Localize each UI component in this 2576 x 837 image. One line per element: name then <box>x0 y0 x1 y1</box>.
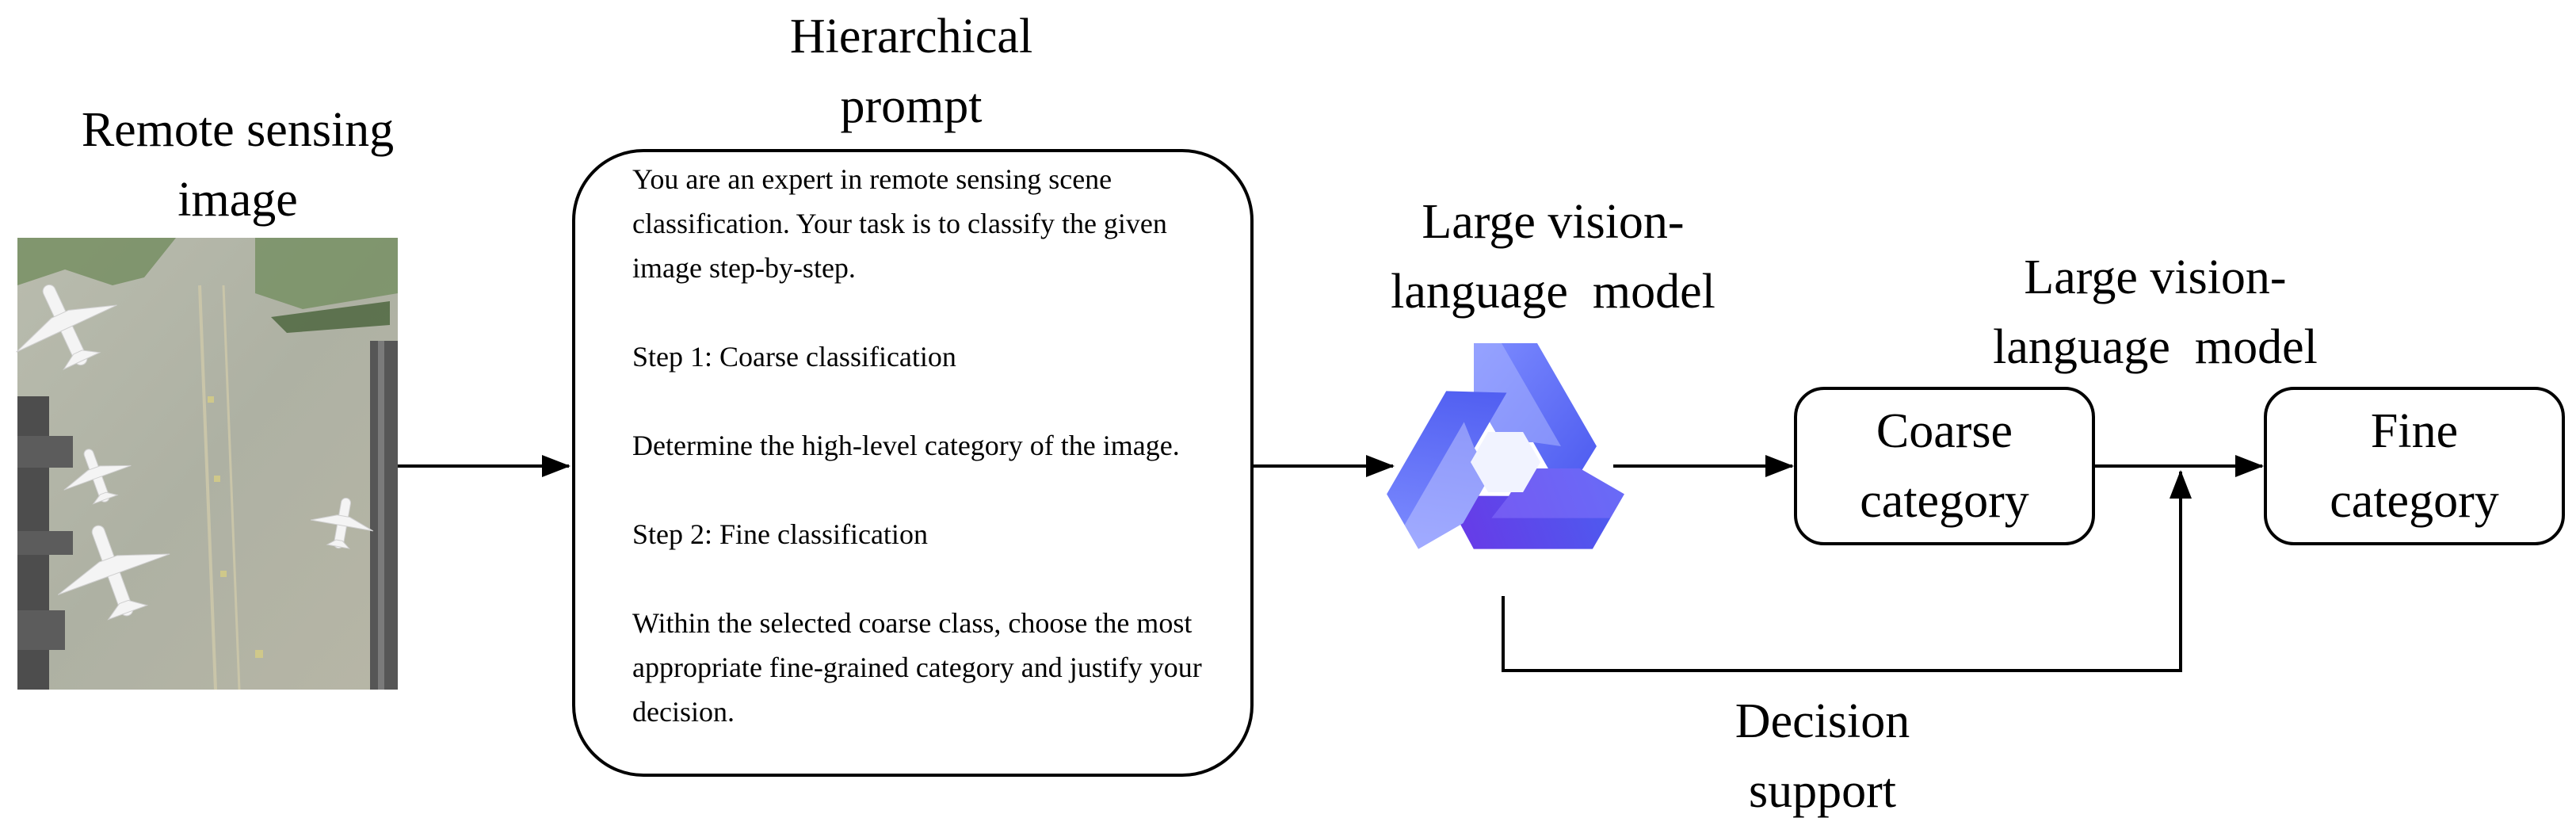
prompt-paragraph-step2: Step 2: Fine classification <box>632 518 928 550</box>
prompt-paragraph-intro: You are an expert in remote sensing scen… <box>632 163 1167 284</box>
decision-support-line1: Decision <box>1735 694 1910 748</box>
decision-support-connector <box>1502 470 2192 672</box>
hierarchical-prompt-box: You are an expert in remote sensing scen… <box>572 149 1254 777</box>
prompt-paragraph-step2-desc: Within the selected coarse class, choose… <box>632 607 1202 728</box>
model-2-title-line1: Large vision- <box>2024 250 2287 304</box>
prompt-title: Hierarchical prompt <box>689 2 1133 141</box>
input-title-line1: Remote sensing <box>81 103 395 157</box>
prompt-text: You are an expert in remote sensing scen… <box>632 157 1219 774</box>
fine-category-line2: category <box>2330 474 2499 528</box>
coarse-category-line1: Coarse <box>1876 404 2013 458</box>
decision-support-line2: support <box>1749 764 1896 818</box>
model-1-title: Large vision- language model <box>1315 187 1791 327</box>
coarse-category-box: Coarse category <box>1794 387 2095 545</box>
model-2-title-line2: language model <box>1993 320 2318 374</box>
coarse-category-line2: category <box>1860 474 2029 528</box>
prompt-paragraph-step1: Step 1: Coarse classification <box>632 341 956 373</box>
fine-category-box: Fine category <box>2264 387 2565 545</box>
prompt-paragraph-step1-desc: Determine the high-level category of the… <box>632 430 1180 461</box>
prompt-title-line2: prompt <box>840 79 983 133</box>
prompt-title-line1: Hierarchical <box>789 10 1033 63</box>
qwen-logo-icon <box>1387 343 1624 549</box>
decision-support-label: Decision support <box>1601 686 2044 826</box>
model-1-title-line2: language model <box>1391 265 1715 319</box>
input-title: Remote sensing image <box>16 95 460 235</box>
model-2-title: Large vision- language model <box>1918 243 2393 382</box>
input-title-line2: image <box>177 173 298 227</box>
fine-category-line1: Fine <box>2370 404 2459 458</box>
model-1-title-line1: Large vision- <box>1422 195 1685 249</box>
